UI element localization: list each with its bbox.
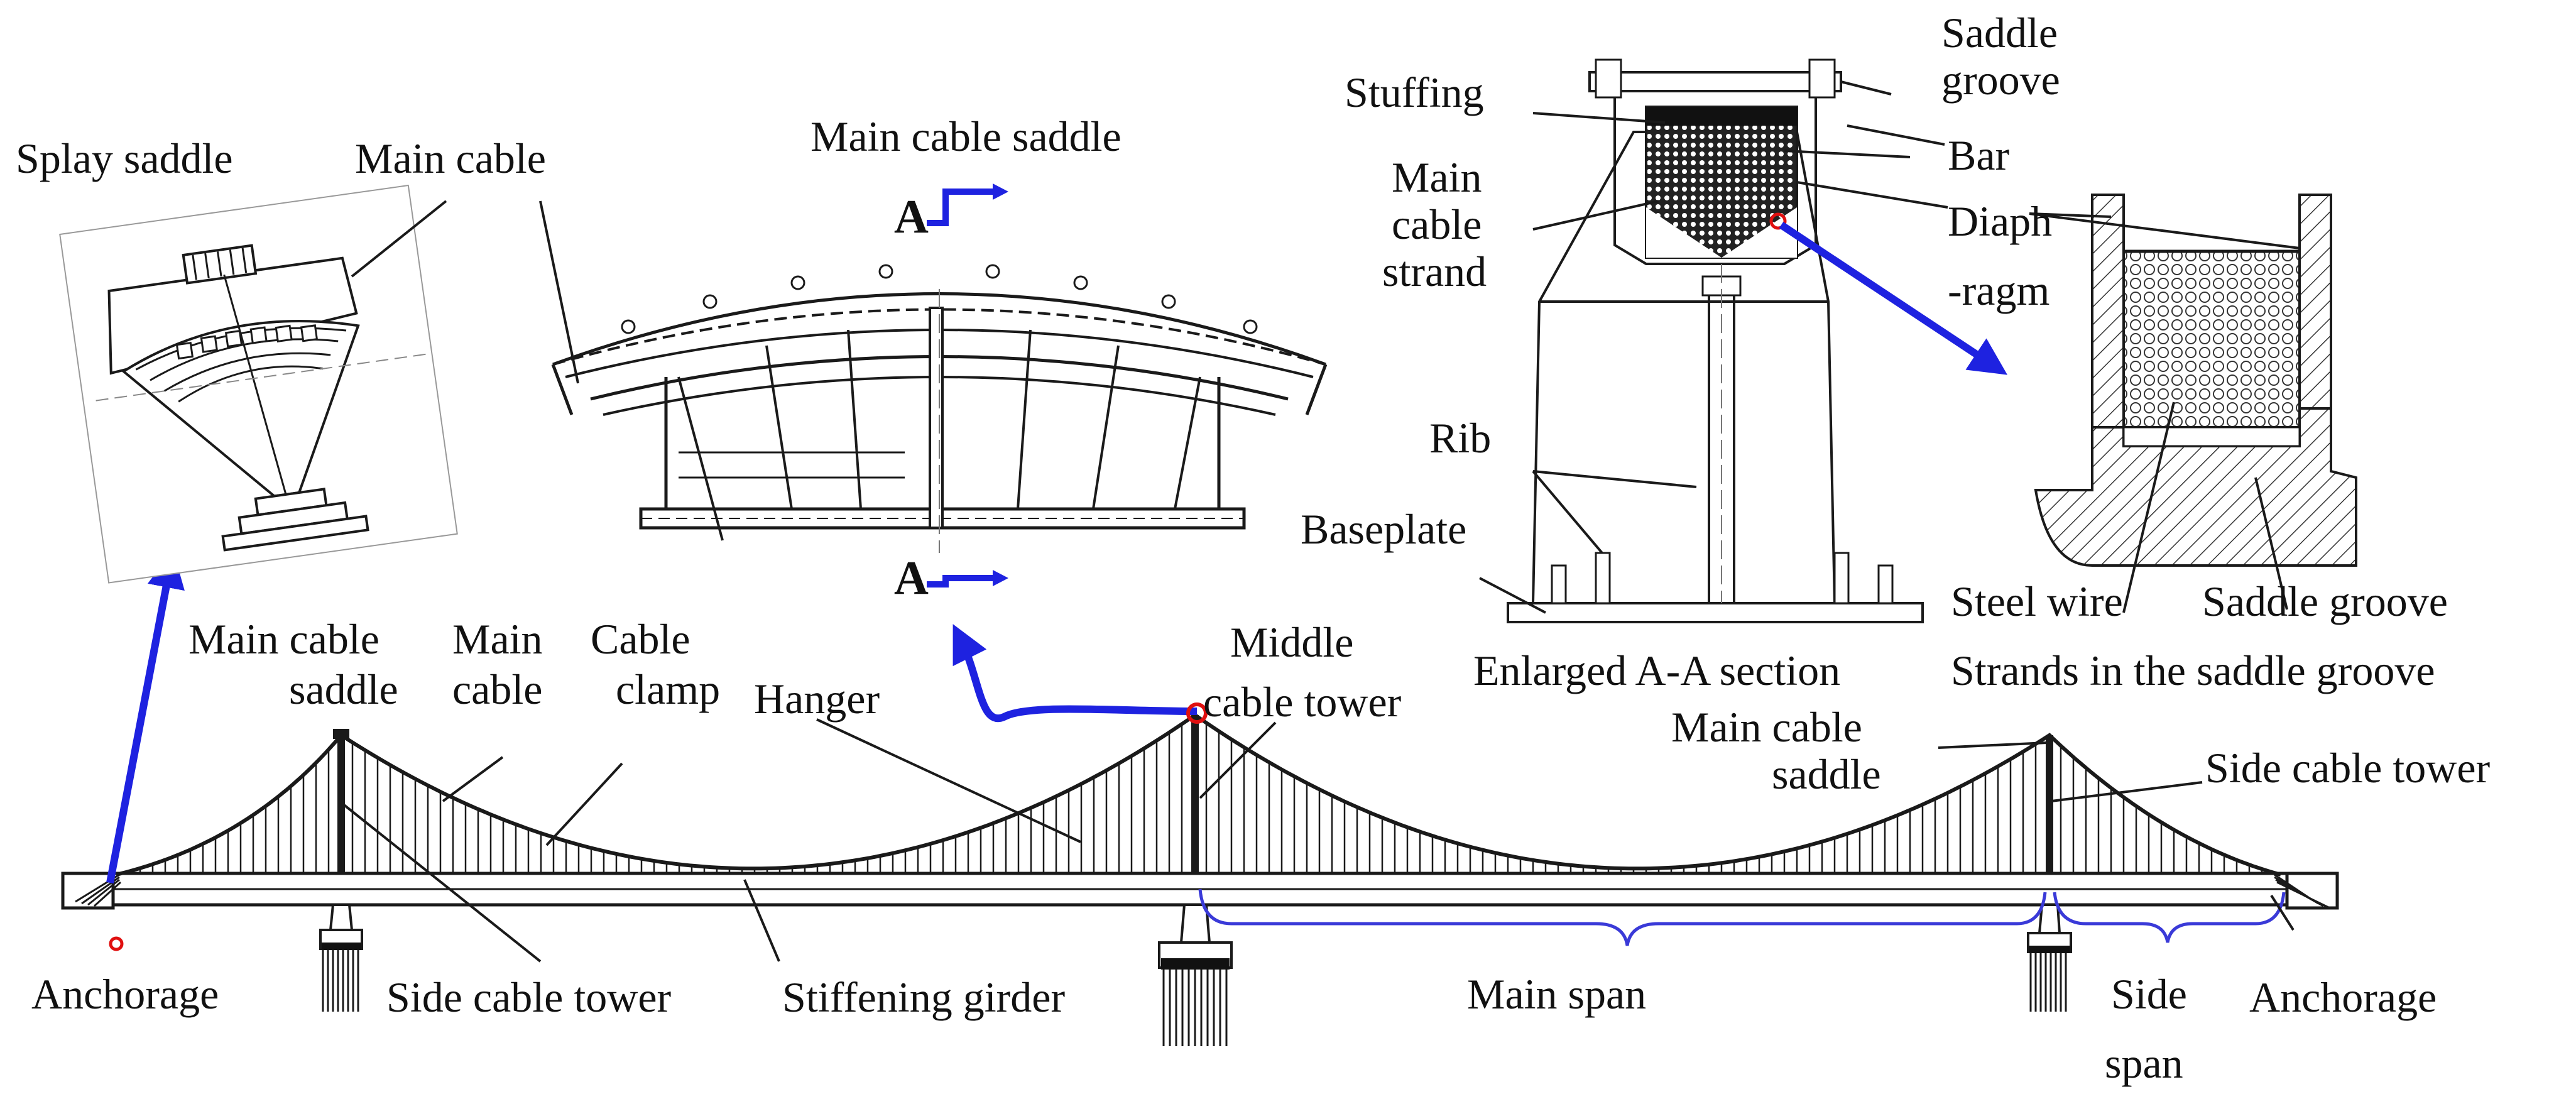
label-cable-clamp-1: Cable <box>591 615 690 663</box>
label-saddle-groove-top-2: groove <box>1941 56 2060 104</box>
side-tower-left <box>319 729 363 1012</box>
label-section-mark-bottom: A <box>894 552 929 604</box>
label-cable-clamp-2: clamp <box>616 665 720 713</box>
middle-tower-marker <box>1186 702 1208 724</box>
hangers <box>126 723 2263 875</box>
side-span-brace <box>2053 892 2286 943</box>
label-enlarged-section: Enlarged A-A section <box>1473 647 1840 694</box>
middle-tower <box>1158 715 1233 1046</box>
splay-saddle-callout-arrow <box>106 550 185 884</box>
label-main-cable-saddle-right-1: Main cable <box>1671 703 1862 751</box>
main-span-brace <box>1198 888 2047 946</box>
strands-in-groove-detail <box>2029 194 2357 613</box>
label-side-cable-tower-right: Side cable tower <box>2205 744 2491 792</box>
label-main-span: Main span <box>1467 970 1646 1018</box>
main-cable-saddle-side-view <box>539 183 1328 588</box>
saddle-callout-arrow <box>952 624 1198 722</box>
label-main-cable-strand-2: cable <box>1392 200 1482 248</box>
label-baseplate: Baseplate <box>1301 505 1466 553</box>
label-diaphragm-2: -ragm <box>1948 266 2049 314</box>
main-cable <box>116 713 2281 877</box>
side-tower-right <box>2027 735 2072 1012</box>
label-anchorage-right: Anchorage <box>2249 973 2437 1021</box>
section-marker <box>1769 212 1787 230</box>
label-main-cable-strand-3: strand <box>1382 248 1487 295</box>
label-hanger: Hanger <box>754 675 880 723</box>
label-bar: Bar <box>1948 131 2010 179</box>
label-stuffing: Stuffing <box>1345 68 1484 116</box>
enlarged-section-aa <box>1479 58 2008 623</box>
label-main-cable-saddle-top: Main cable saddle <box>810 112 1122 160</box>
label-side-span-1: Side <box>2111 970 2187 1018</box>
label-main-cable-saddle-right-2: saddle <box>1772 750 1881 798</box>
label-anchorage-left: Anchorage <box>31 970 219 1018</box>
anchorage-left-marker <box>109 936 124 951</box>
label-main-cable-strand-1: Main <box>1392 153 1482 201</box>
label-side-span-2: span <box>2105 1039 2183 1087</box>
label-splay-saddle: Splay saddle <box>16 134 233 182</box>
anchorage-right-fan <box>2274 873 2329 909</box>
label-middle-cable-tower-2: cable tower <box>1203 678 1402 726</box>
section-arrow-top <box>927 189 993 226</box>
splay-saddle-detail <box>59 184 458 584</box>
leader-lines <box>338 718 2295 963</box>
label-section-mark-top: A <box>894 190 929 243</box>
section-arrow-bottom <box>927 575 993 588</box>
label-main-cable-saddle-left-2: saddle <box>289 665 398 713</box>
label-stiffening-girder: Stiffening girder <box>782 973 1065 1021</box>
label-main-cable-left-2: cable <box>452 665 542 713</box>
label-saddle-groove-top-1: Saddle <box>1941 9 2058 57</box>
label-strands-in-groove: Strands in the saddle groove <box>1951 647 2435 694</box>
label-main-cable-saddle-left-1: Main cable <box>188 615 379 663</box>
label-middle-cable-tower-1: Middle <box>1230 618 1353 666</box>
label-steel-wire: Steel wire <box>1951 577 2123 625</box>
label-diaphragm-1: Diaph <box>1948 197 2052 245</box>
section-detail-arrow <box>1779 221 2008 375</box>
bridge-elevation <box>61 550 2339 1046</box>
strand-bundle-detail <box>2122 250 2301 429</box>
label-main-cable-left-1: Main <box>452 615 543 663</box>
label-saddle-groove-bottom: Saddle groove <box>2202 577 2448 625</box>
label-side-cable-tower-left: Side cable tower <box>386 973 672 1021</box>
label-main-cable-top: Main cable <box>355 134 546 182</box>
labels: Splay saddle Main cable Main cable saddl… <box>16 9 2491 1087</box>
label-rib: Rib <box>1429 414 1491 462</box>
